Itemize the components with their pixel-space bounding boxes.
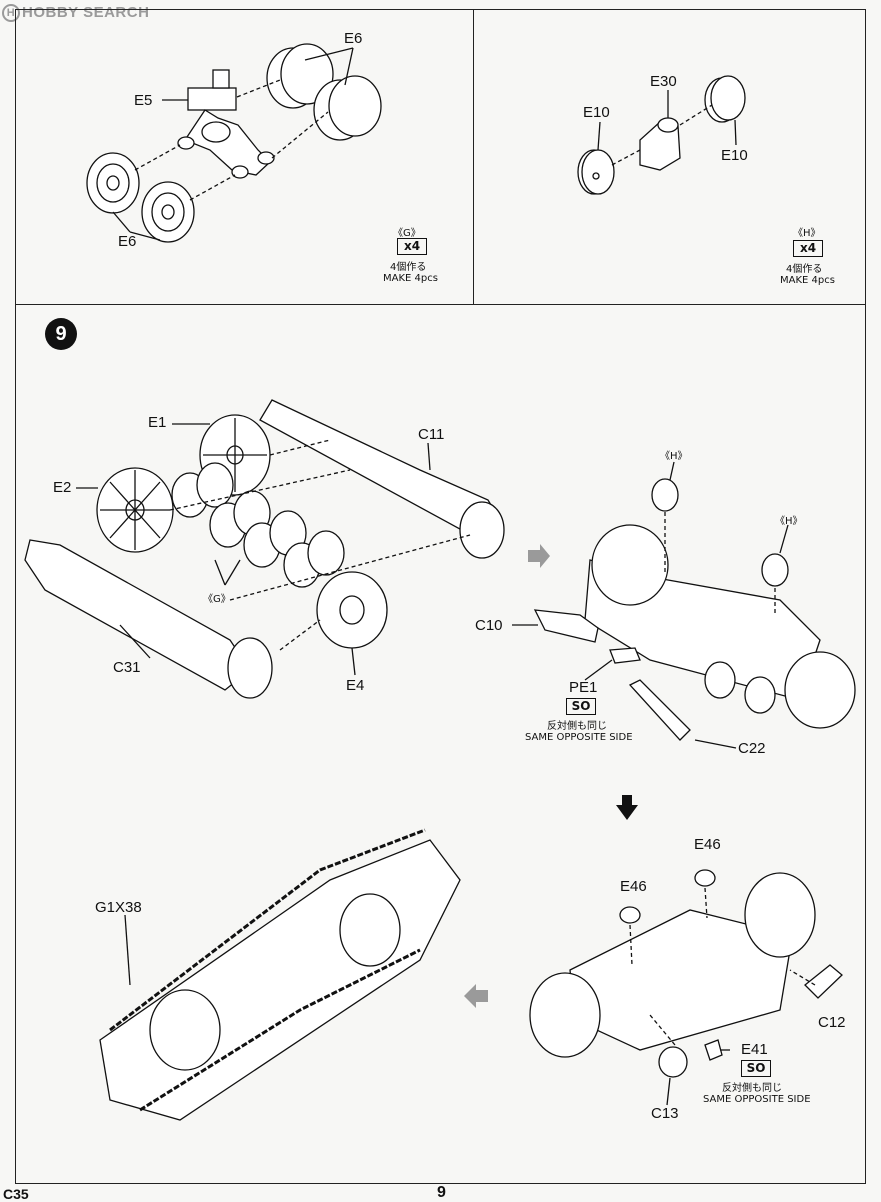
note-jp-e41: 反対側も同じ [722,1083,782,1094]
label-e2: E2 [53,479,72,496]
make-jp-h: 4個作る [786,264,823,275]
label-pe1: PE1 [569,679,598,696]
label-e1: E1 [148,414,167,431]
label-e10-right: E10 [721,147,748,164]
arrow-right-icon [528,544,550,568]
panel-g-drawing [86,43,382,243]
assembly-tag-h: 《H》 [793,228,821,239]
label-e4: E4 [346,677,365,694]
label-e46-2: E46 [620,878,647,895]
note-en-pe1: SAME OPPOSITE SIDE [525,732,633,743]
multiplier-badge-h: x4 [793,240,823,257]
label-e6-bottom: E6 [118,233,137,250]
label-c10: C10 [475,617,503,634]
label-c12: C12 [818,1014,846,1031]
watermark-logo-icon: H [2,4,20,23]
step9-exploded-drawing [24,399,856,1121]
label-e6-top: E6 [344,30,363,47]
multiplier-badge-g: x4 [397,238,427,255]
step9-frame [15,304,866,1184]
arrow-left-icon [464,984,488,1008]
label-e41: E41 [741,1041,768,1058]
assembly-tag-g: 《G》 [393,228,421,239]
label-e30: E30 [650,73,677,90]
label-g1x38: G1X38 [95,899,142,916]
page-number: 9 [437,1184,446,1201]
make-en-h: MAKE 4pcs [780,275,835,286]
label-g-tag: 《G》 [203,594,231,605]
watermark-text: HOBBY SEARCH [22,4,150,21]
arrow-down-icon [616,795,638,820]
direction-arrows [464,544,638,1008]
label-e46-1: E46 [694,836,721,853]
footer-code: C35 [3,1186,29,1202]
panel-h-drawing [577,75,746,195]
so-badge-e41: SO [741,1060,771,1077]
make-en-g: MAKE 4pcs [383,273,438,284]
label-e10-left: E10 [583,104,610,121]
note-jp-pe1: 反対側も同じ [547,721,607,732]
label-c31: C31 [113,659,141,676]
label-c22: C22 [738,740,766,757]
label-e5: E5 [134,92,153,109]
label-c11: C11 [418,426,445,443]
note-en-e41: SAME OPPOSITE SIDE [703,1094,811,1105]
label-h-tag-2: 《H》 [775,516,803,527]
make-jp-g: 4個作る [390,262,427,273]
step-number-badge: 9 [45,318,77,350]
so-badge-pe1: SO [566,698,596,715]
label-c13: C13 [651,1105,679,1122]
label-h-tag-1: 《H》 [660,451,688,462]
